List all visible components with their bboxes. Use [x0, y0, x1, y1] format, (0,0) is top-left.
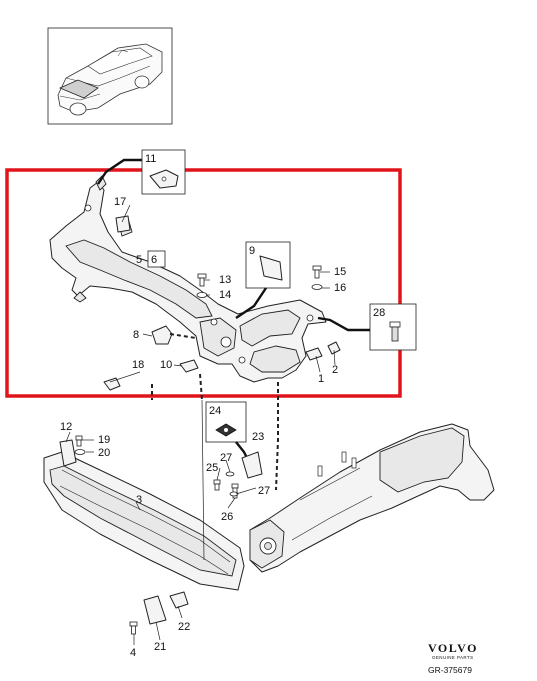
callout-16: 16 [334, 282, 346, 294]
part-10-clip [179, 359, 199, 373]
detail-box-24 [205, 401, 250, 461]
detail-box-9 [235, 241, 291, 319]
callout-3: 3 [136, 494, 142, 506]
callout-19: 19 [98, 434, 110, 446]
callout-4: 4 [130, 647, 136, 659]
part-18-clip [103, 377, 121, 391]
callout-15: 15 [334, 266, 346, 278]
part-19-bolt [75, 435, 83, 447]
callout-6: 6 [151, 254, 157, 266]
front-carrier-upper [49, 175, 327, 383]
part-15-bolt [312, 265, 322, 279]
part-21-bracket [143, 595, 167, 625]
callout-22: 22 [178, 621, 190, 633]
callout-23: 23 [252, 431, 264, 443]
part-20-washer [74, 449, 86, 455]
callout-18: 18 [132, 359, 144, 371]
side-member-rail [249, 423, 495, 573]
callout-27-upper: 27 [220, 452, 232, 464]
part-8-bracket [151, 325, 173, 345]
part-13-bolt [197, 273, 207, 287]
part-12-bracket [59, 439, 77, 467]
callout-5: 5 [136, 254, 142, 266]
callout-8: 8 [133, 329, 139, 341]
callout-10: 10 [160, 359, 172, 371]
callout-2: 2 [332, 364, 338, 376]
part-16-washer [311, 284, 323, 290]
part-17-bracket [115, 215, 131, 233]
callout-28: 28 [373, 307, 385, 319]
callout-21: 21 [154, 641, 166, 653]
part-27-washer [225, 471, 239, 497]
callout-1: 1 [318, 373, 324, 385]
detail-box-6 [147, 250, 166, 268]
leader-lines [65, 204, 336, 645]
callout-25: 25 [206, 462, 218, 474]
callout-labels: 1 2 3 4 5 6 8 9 10 11 12 13 14 15 16 17 … [60, 153, 385, 659]
highlight-frame [5, 168, 402, 398]
detail-box-28 [317, 303, 417, 351]
callout-12: 12 [60, 421, 72, 433]
car-illustration [57, 43, 163, 116]
callout-27-lower: 27 [258, 485, 270, 497]
brand-logo: VOLVO [428, 641, 478, 655]
diagram-reference: GR-375679 [428, 665, 472, 675]
callout-13: 13 [219, 274, 231, 286]
part-22-bracket [169, 591, 189, 609]
callout-24: 24 [209, 405, 221, 417]
part-4-bolt [129, 621, 138, 635]
callout-14: 14 [219, 289, 231, 301]
part-1-bolt [305, 347, 323, 361]
part-2-clip [327, 341, 341, 355]
detail-box-11 [97, 149, 186, 195]
part-23-bracket [241, 451, 263, 479]
callout-11: 11 [145, 153, 156, 165]
part-25-bolt [213, 479, 221, 491]
callout-20: 20 [98, 447, 110, 459]
brand-tagline: GENUINE PARTS [432, 655, 474, 660]
part-14-washer [196, 292, 208, 298]
callout-17: 17 [114, 196, 126, 208]
callout-26: 26 [221, 511, 233, 523]
callout-9: 9 [249, 245, 255, 257]
brand-block: VOLVO GENUINE PARTS GR-375679 [428, 641, 478, 675]
car-thumbnail [47, 27, 173, 125]
front-bumper-beam [43, 451, 245, 591]
